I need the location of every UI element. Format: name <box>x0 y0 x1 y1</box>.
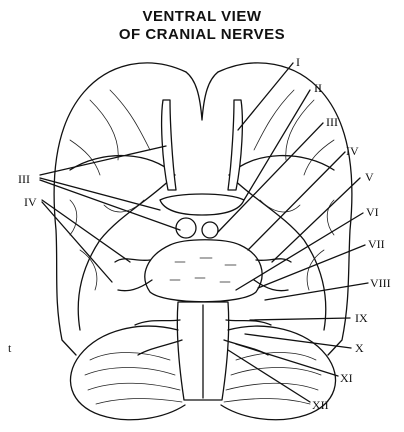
leader-left-III-2 <box>40 178 160 210</box>
leader-IX <box>250 318 350 320</box>
label-IX: IX <box>355 311 368 325</box>
leader-left-III-3 <box>40 180 180 230</box>
label-VI: VI <box>366 205 379 219</box>
label-left-edge: t <box>8 341 12 355</box>
left-olfactory-tract <box>162 100 176 190</box>
label-II: II <box>314 81 322 95</box>
leader-VI <box>236 213 363 290</box>
label-XI: XI <box>340 371 353 385</box>
label-IV: IV <box>346 144 359 158</box>
label-XII: XII <box>312 398 329 412</box>
leader-V <box>272 178 360 262</box>
leader-II <box>244 90 310 200</box>
leader-left-III-1 <box>40 146 166 175</box>
label-VIII: VIII <box>370 276 391 290</box>
leader-IV <box>248 152 345 250</box>
leader-XI <box>236 344 338 376</box>
left-temporal-lobe <box>70 156 175 330</box>
leader-VIII <box>265 283 368 300</box>
right-olfactory-tract <box>228 100 242 190</box>
leader-X <box>245 334 351 348</box>
longitudinal-fissure <box>186 72 218 120</box>
label-VII: VII <box>368 237 385 251</box>
label-left-IV: IV <box>24 195 37 209</box>
mamillary-body <box>202 222 218 238</box>
right-temporal-lobe <box>229 156 334 330</box>
optic-chiasm <box>160 194 244 215</box>
pons <box>145 240 262 302</box>
pituitary <box>176 218 196 238</box>
label-left-III: III <box>18 172 30 186</box>
leader-I <box>238 63 293 130</box>
leader-XII <box>228 350 310 402</box>
label-III: III <box>326 115 338 129</box>
label-V: V <box>365 170 374 184</box>
label-X: X <box>355 341 364 355</box>
label-I: I <box>296 55 300 69</box>
